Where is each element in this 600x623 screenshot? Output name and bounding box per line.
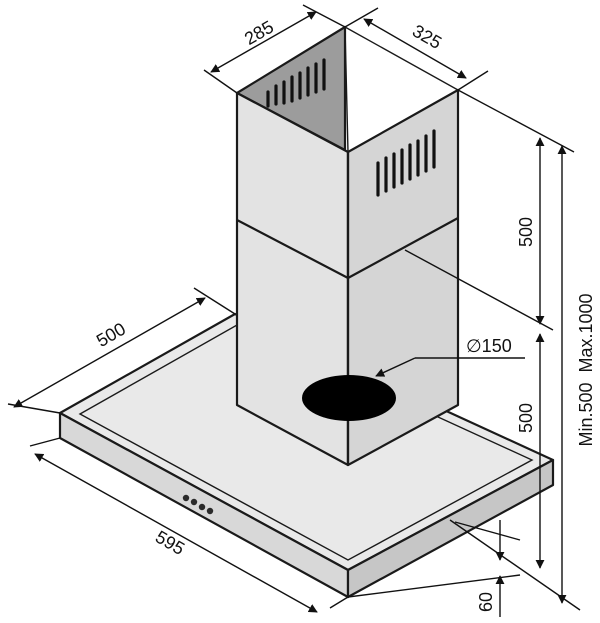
dim-line-500-depth [13, 297, 206, 408]
label-chimney-depth: 285 [241, 17, 277, 49]
dim-line-325 [363, 18, 467, 79]
canopy-front-right-face [346, 458, 555, 599]
control-button[interactable] [198, 503, 206, 511]
dimension-lines [13, 11, 567, 617]
outlet-leader-arrow [375, 357, 416, 377]
label-chimney-lower-height: 500 [516, 403, 536, 433]
control-button[interactable] [182, 494, 190, 502]
label-outlet-diameter: ∅150 [466, 336, 512, 356]
label-hood-width: 595 [152, 527, 188, 559]
label-chimney-upper-height: 500 [516, 217, 536, 247]
outlet-opening [302, 375, 396, 421]
dim-line-595 [34, 453, 318, 613]
label-total-height: Min.500 Max.1000 [576, 293, 596, 446]
label-canopy-thickness: 60 [476, 592, 496, 612]
vent-slots-right [376, 129, 436, 197]
control-button[interactable] [206, 507, 214, 515]
control-button[interactable] [190, 498, 198, 506]
dim-line-285 [210, 11, 317, 73]
label-hood-depth: 500 [93, 319, 129, 351]
